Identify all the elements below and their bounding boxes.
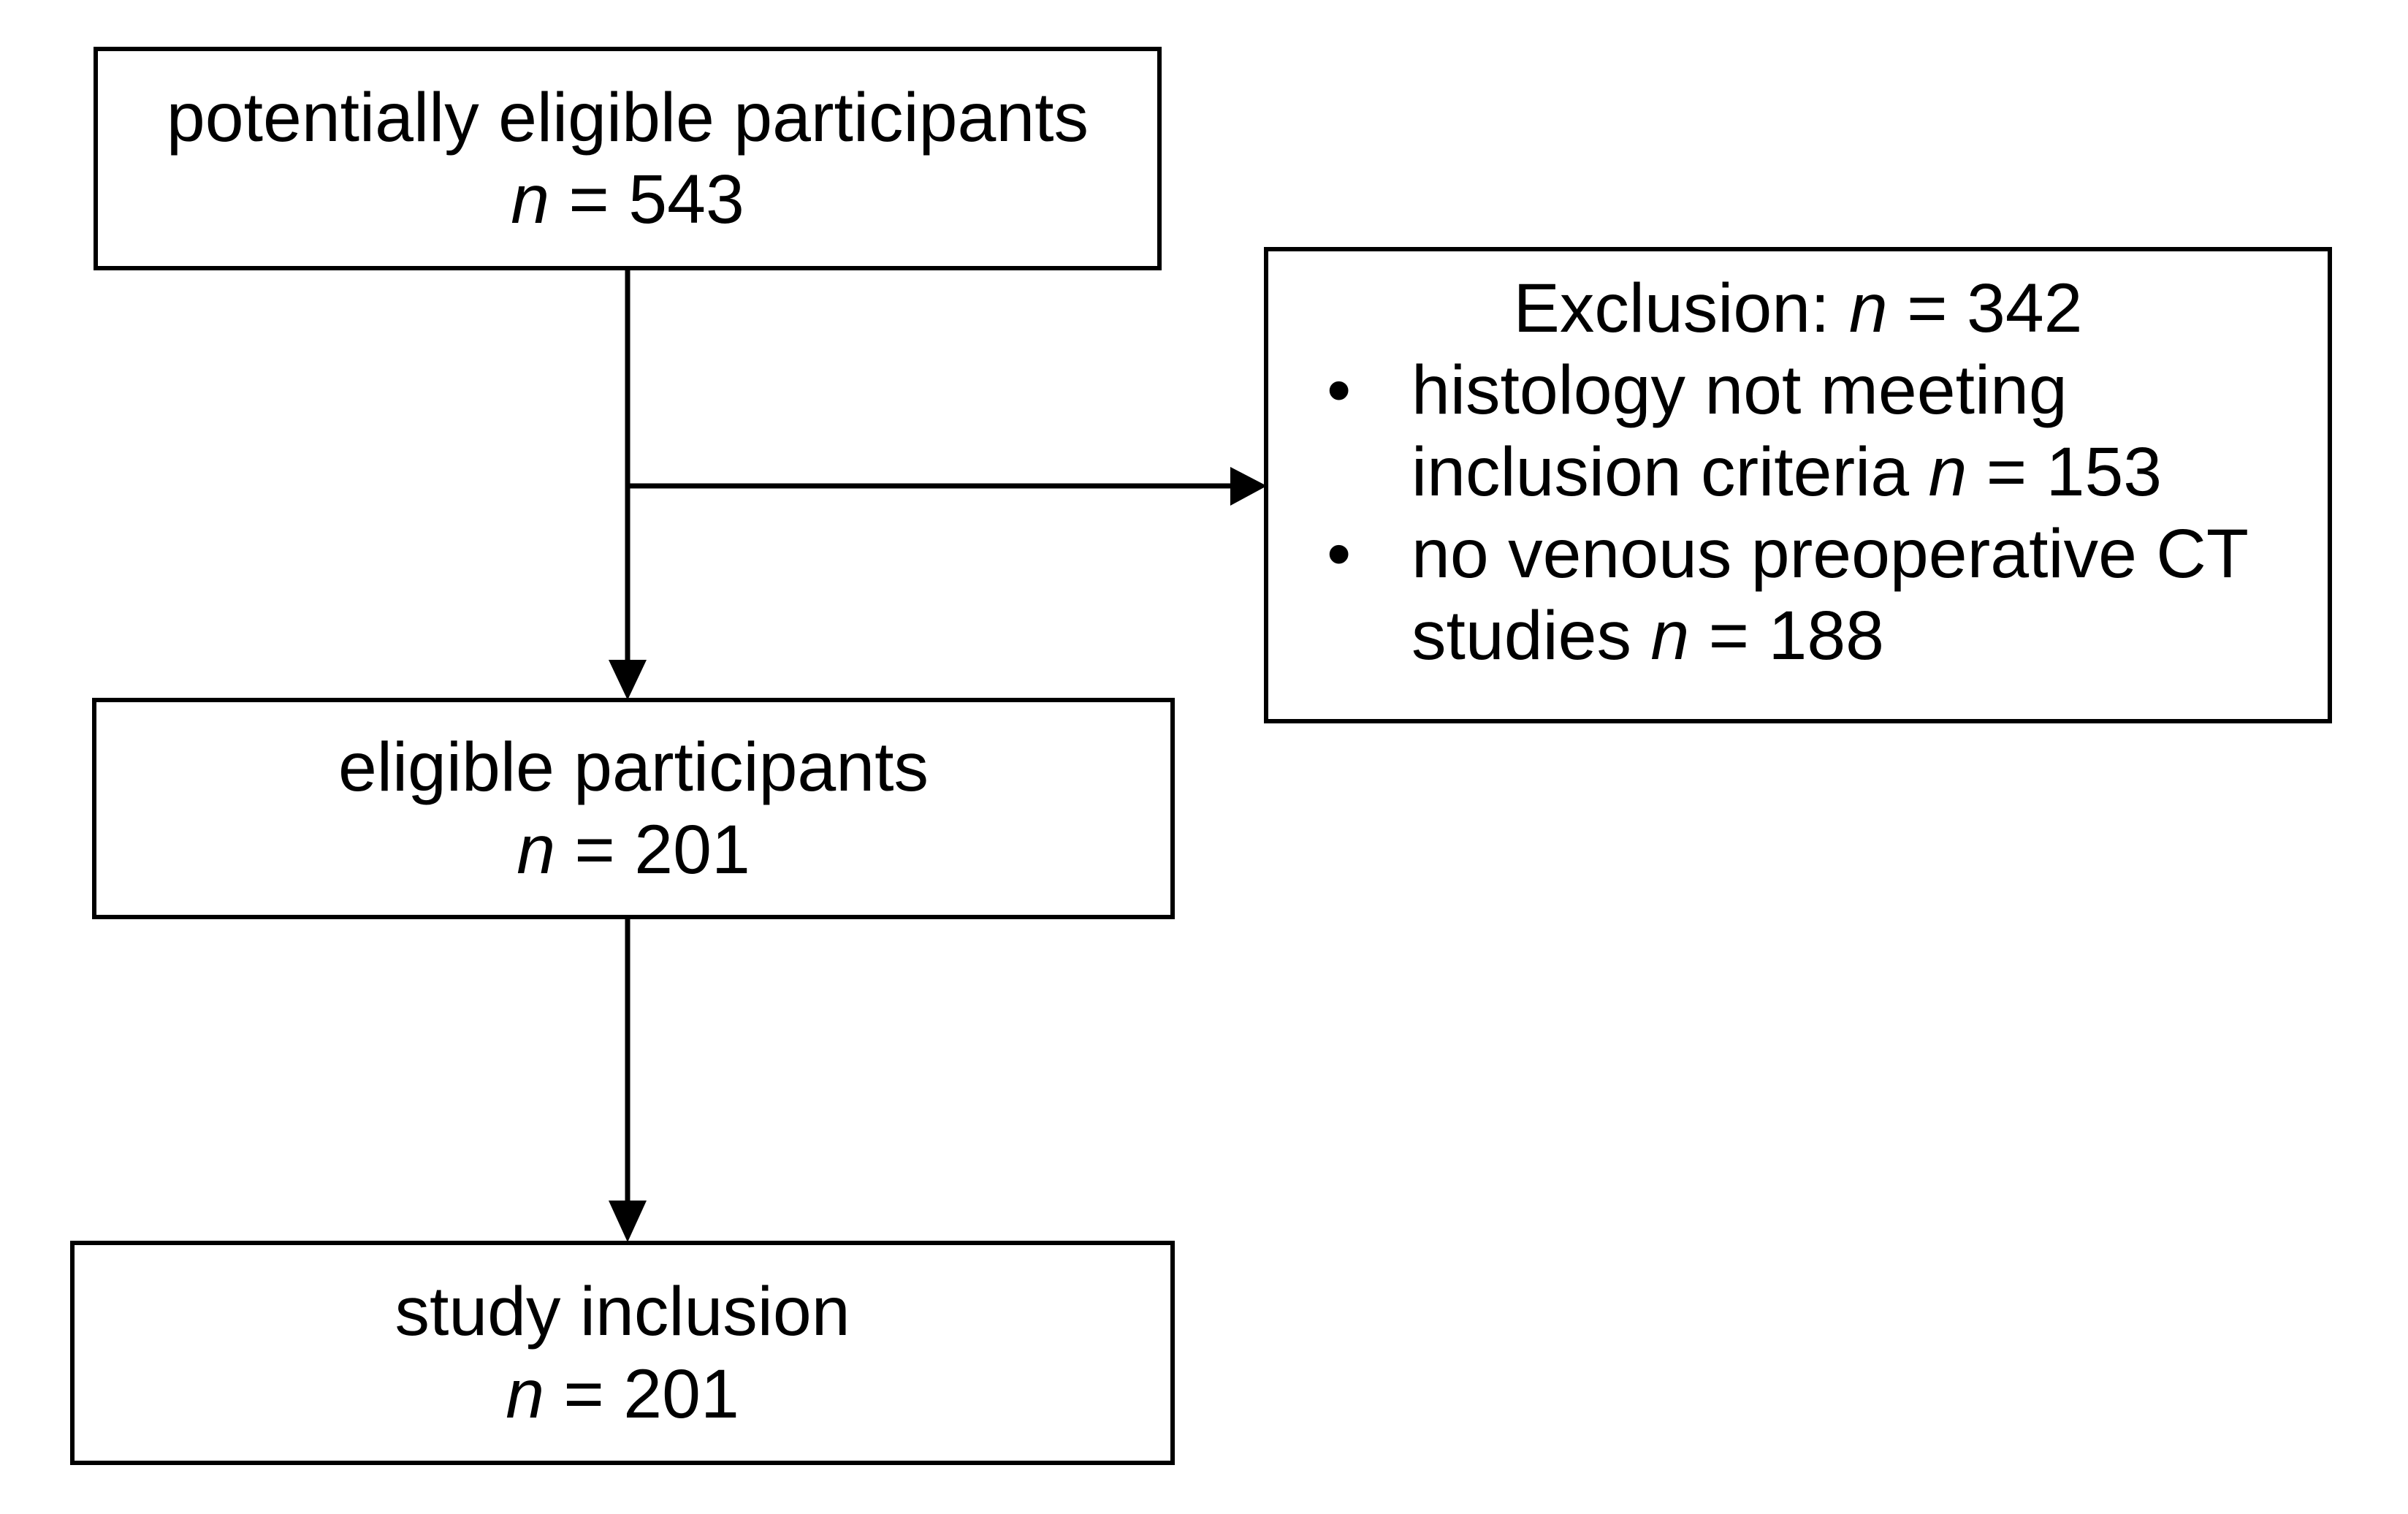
n-value: = 201 <box>544 1355 739 1433</box>
n-symbol: n <box>506 1355 545 1433</box>
n-value: = 188 <box>1689 597 1885 675</box>
bullet-icon: • <box>1327 351 1352 430</box>
n-symbol: n <box>1928 433 1967 511</box>
n-value: = 342 <box>1887 270 2083 347</box>
edge-potentially-eligible-to-eligible-arrowhead <box>609 660 647 700</box>
node-study-inclusion: study inclusion n = 201 <box>70 1241 1175 1465</box>
n-symbol: n <box>1650 597 1690 675</box>
edge-eligible-to-study-inclusion-arrowhead <box>609 1201 647 1242</box>
edge-potentially-eligible-to-exclusion-arrowhead <box>1230 467 1267 506</box>
node-eligible-participants: eligible participants n = 201 <box>92 698 1175 919</box>
node-count: n = 201 <box>517 809 750 891</box>
n-symbol: n <box>517 810 556 889</box>
n-value: = 543 <box>549 161 744 238</box>
node-count: n = 543 <box>511 159 744 240</box>
node-label: potentially eligible participants <box>166 78 1089 156</box>
list-item: • no venous preoperative CT studies n = 1… <box>1279 513 2317 677</box>
node-exclusion: Exclusion: n = 342 • histology not meetin… <box>1264 247 2332 723</box>
exclusion-reason-text: histology not meeting inclusion criteria <box>1411 351 2068 511</box>
node-label: eligible participants <box>338 729 929 807</box>
n-value: = 201 <box>555 810 750 889</box>
n-symbol: n <box>511 161 550 238</box>
list-item: • histology not meeting inclusion criteri… <box>1279 349 2317 513</box>
node-count: n = 201 <box>506 1353 739 1435</box>
exclusion-title: Exclusion: n = 342 <box>1279 267 2317 349</box>
exclusion-title-prefix: Exclusion: <box>1513 270 1849 347</box>
node-potentially-eligible-participants: potentially eligible participants n = 54… <box>94 47 1162 270</box>
node-label: study inclusion <box>395 1273 850 1351</box>
exclusion-reason-list: • histology not meeting inclusion criteri… <box>1279 349 2317 677</box>
exclusion-reason-text: no venous preoperative CT studies <box>1411 515 2248 675</box>
n-symbol: n <box>1848 270 1888 347</box>
n-value: = 153 <box>1967 433 2163 511</box>
bullet-icon: • <box>1327 515 1352 593</box>
